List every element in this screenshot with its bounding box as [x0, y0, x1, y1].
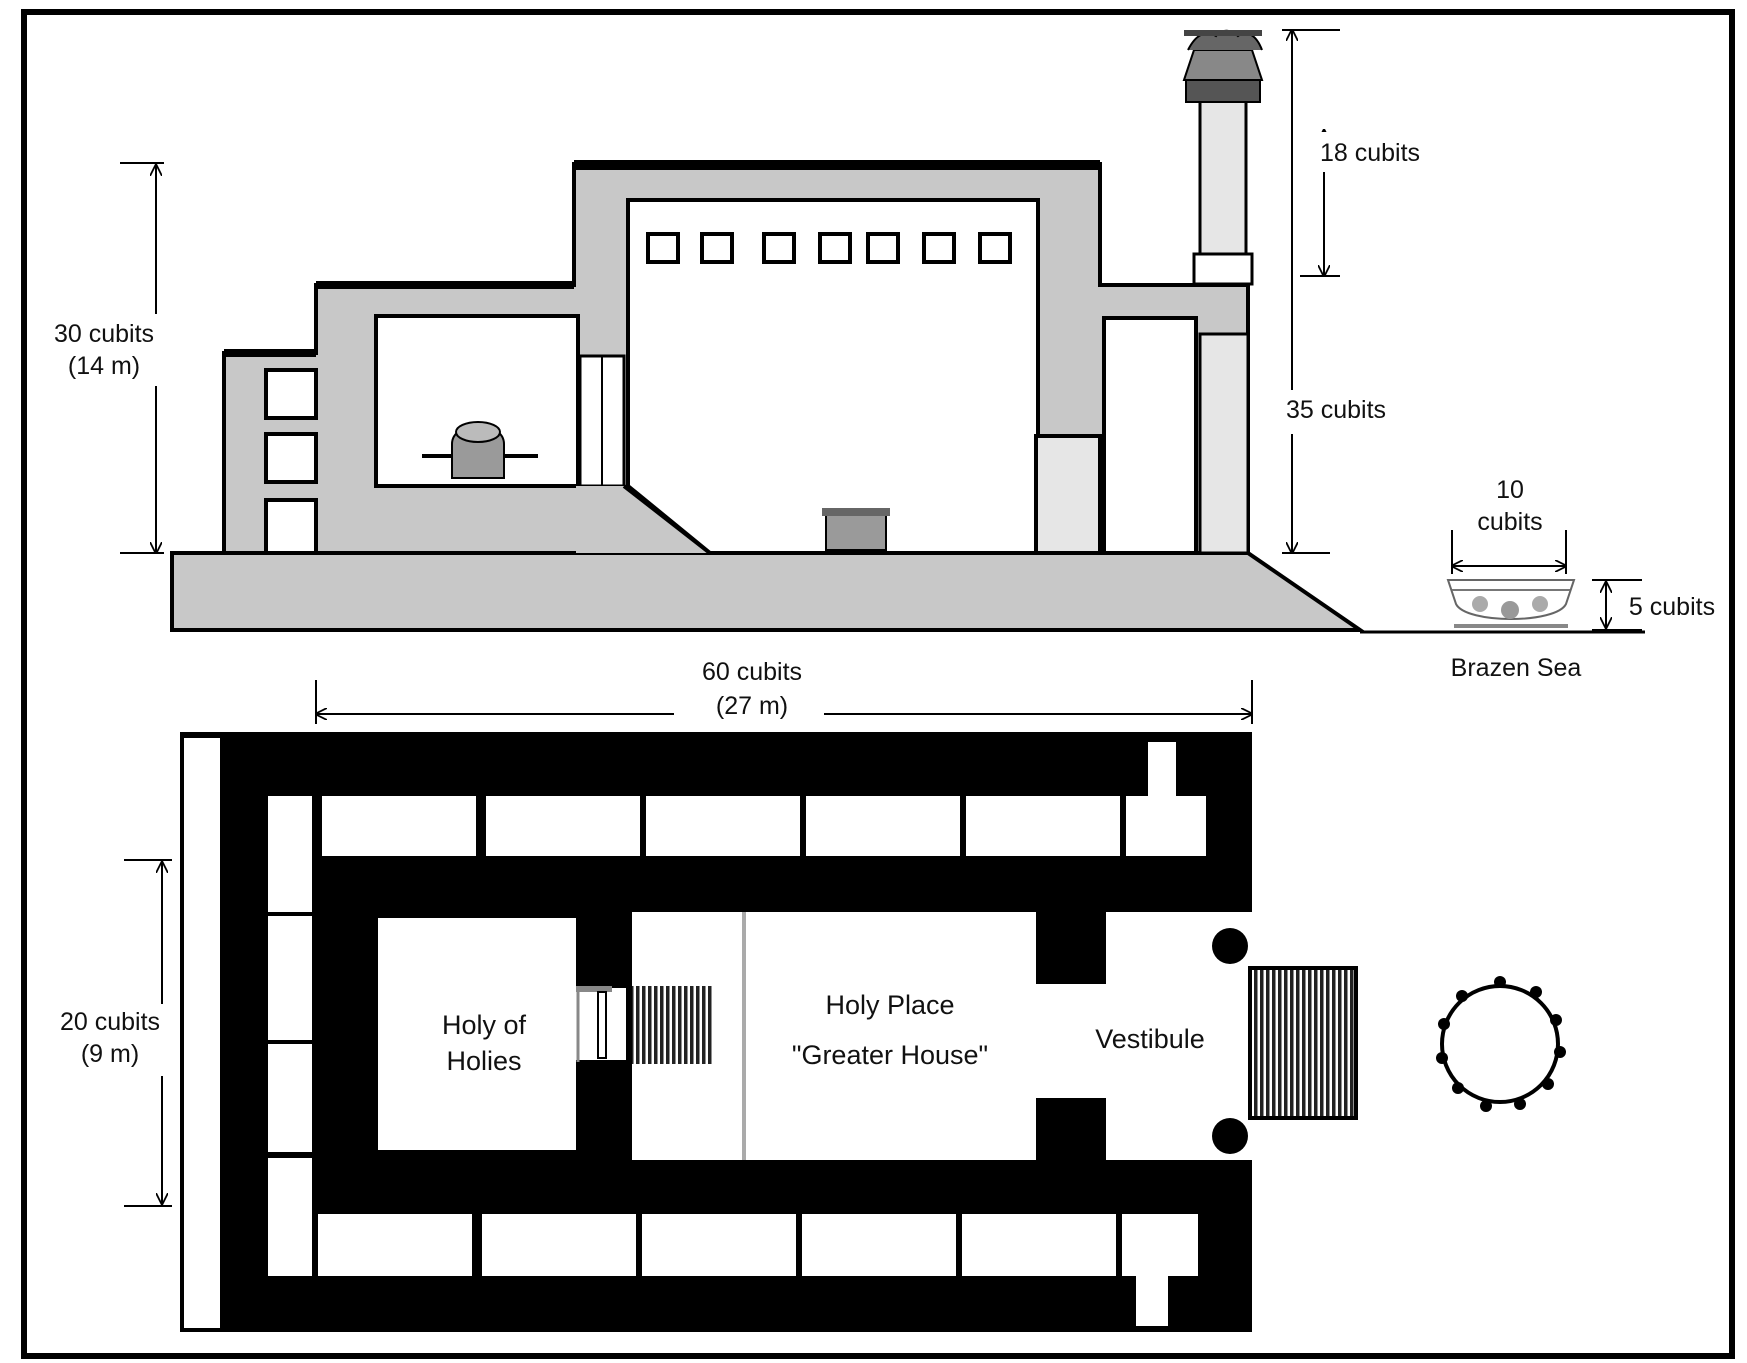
holy-place-label-line2: "Greater House"	[792, 1040, 988, 1070]
sea-width-dimension	[1451, 530, 1567, 574]
floor-ramp	[576, 486, 710, 553]
length-label-line2: (27 m)	[716, 692, 788, 720]
roof-slab-left	[316, 281, 574, 289]
pillar-icon	[1182, 29, 1264, 286]
platform	[170, 551, 1367, 632]
vestibule-section	[1102, 316, 1198, 555]
entrance-stairs	[1248, 966, 1358, 1120]
sea-width-label-line1: 10	[1496, 476, 1524, 504]
brazen-sea-label: Brazen Sea	[1451, 654, 1582, 682]
width-label-line1: 20 cubits	[60, 1008, 160, 1036]
height-dimension	[40, 162, 170, 554]
sea-width-label-line2: cubits	[1477, 508, 1542, 536]
outer-border	[21, 9, 1735, 1359]
pillar-total-label: 35 cubits	[1286, 396, 1386, 424]
west-side-chambers	[268, 796, 312, 1276]
inner-stairs	[632, 986, 714, 1064]
width-dimension	[48, 859, 176, 1207]
length-dimension	[315, 680, 1253, 724]
south-side-chambers	[318, 1214, 1198, 1326]
sea-height-dimension	[1592, 579, 1642, 631]
holy-of-holies-label-line2: Holies	[446, 1046, 521, 1076]
length-label-line1: 60 cubits	[702, 658, 802, 686]
holy-of-holies-label-line1: Holy of	[442, 1010, 527, 1040]
pillar-base-icon	[1212, 1118, 1248, 1154]
height-label-line2: (14 m)	[68, 352, 140, 380]
height-label-line1: 30 cubits	[54, 320, 154, 348]
west-strip	[184, 738, 220, 1328]
clerestory-windows	[646, 232, 1012, 264]
pillar-base-icon	[1212, 928, 1248, 964]
side-chamber-windows	[264, 368, 318, 555]
porch-opening	[1198, 332, 1250, 555]
holy-place-label-line1: Holy Place	[825, 990, 954, 1020]
roof-slab	[574, 160, 1100, 170]
pillar-dimension	[1276, 29, 1436, 554]
roof-slab-side	[224, 349, 316, 357]
floor-plan	[180, 732, 1358, 1332]
altar-icon	[422, 421, 538, 479]
north-side-chambers	[322, 742, 1206, 856]
ark-icon	[822, 508, 890, 551]
width-label-line2: (9 m)	[81, 1040, 139, 1068]
holy-place-section	[626, 198, 1040, 555]
vestibule-lower-section	[1034, 434, 1102, 555]
brazen-sea-plan-icon	[1436, 976, 1566, 1112]
sea-height-label: 5 cubits	[1629, 593, 1715, 621]
brazen-sea-icon	[1446, 579, 1576, 628]
pillar-top-label: 18 cubits	[1320, 139, 1420, 167]
vestibule-label: Vestibule	[1095, 1024, 1205, 1054]
elevation-section: 30 cubits (14 m) 18 cubits 35 cubits 10 …	[40, 29, 1715, 682]
holy-of-holies-room	[378, 918, 576, 1150]
